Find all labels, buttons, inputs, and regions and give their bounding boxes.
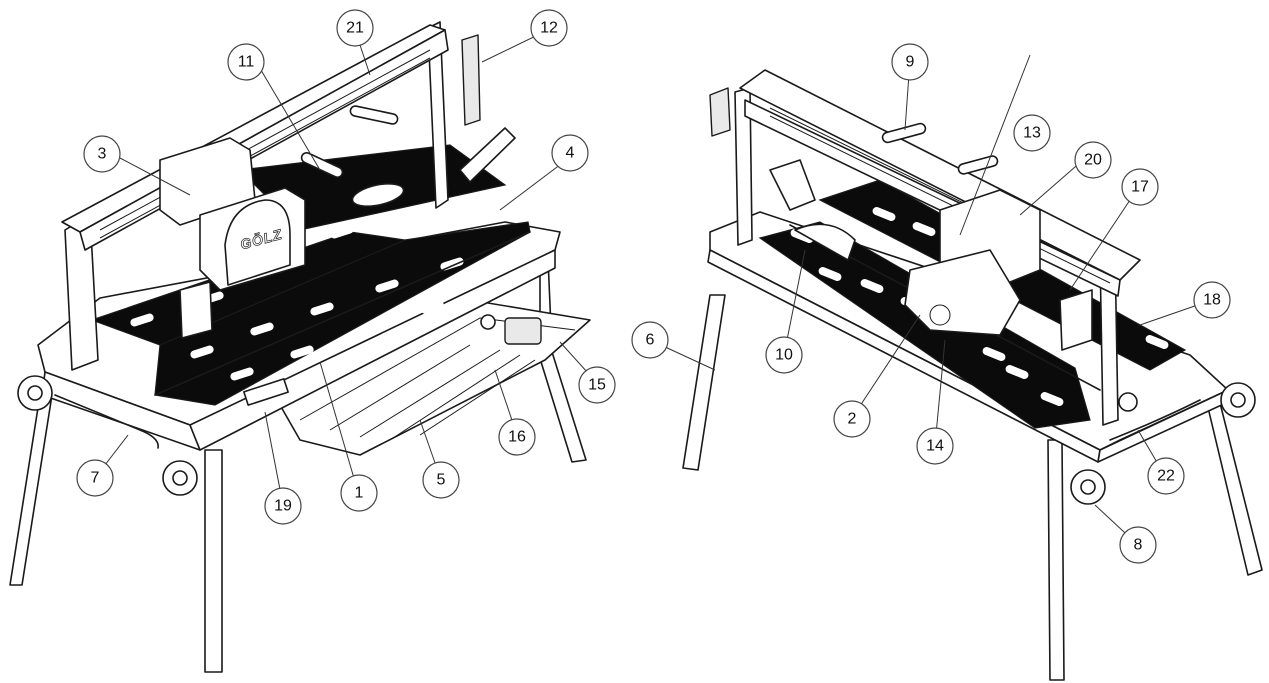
svg-text:15: 15 — [588, 377, 606, 394]
svg-text:17: 17 — [1131, 179, 1149, 196]
callout-3: 3 — [83, 135, 121, 173]
callout-7: 7 — [76, 459, 114, 497]
svg-text:12: 12 — [540, 20, 558, 37]
callout-5: 5 — [422, 461, 460, 499]
callout-18: 18 — [1193, 281, 1231, 319]
svg-text:16: 16 — [508, 429, 526, 446]
callout-9: 9 — [891, 43, 929, 81]
callout-14: 14 — [916, 427, 954, 465]
svg-text:4: 4 — [566, 145, 575, 162]
svg-text:20: 20 — [1084, 152, 1102, 169]
callout-16: 16 — [498, 418, 536, 456]
svg-text:8: 8 — [1134, 537, 1143, 554]
callout-1: 1 — [340, 474, 378, 512]
svg-text:10: 10 — [775, 347, 793, 364]
callout-12: 12 — [530, 9, 568, 47]
svg-text:1: 1 — [355, 485, 364, 502]
svg-text:9: 9 — [906, 54, 915, 71]
svg-text:13: 13 — [1023, 125, 1041, 142]
svg-text:3: 3 — [98, 146, 107, 163]
callout-21: 21 — [336, 9, 374, 47]
callout-19: 19 — [264, 487, 302, 525]
left-saw-legs — [9, 257, 587, 673]
callout-4: 4 — [551, 134, 589, 172]
svg-text:11: 11 — [238, 54, 255, 71]
right-saw-legs — [682, 294, 1263, 681]
svg-text:21: 21 — [346, 20, 364, 37]
rail-teeth — [99, 49, 431, 239]
callout-13: 13 — [1013, 114, 1051, 152]
svg-text:6: 6 — [646, 332, 655, 349]
svg-text:22: 22 — [1157, 468, 1175, 485]
left-saw-wheels — [17, 375, 198, 496]
callout-8: 8 — [1119, 526, 1157, 564]
left-saw-frame — [37, 144, 561, 451]
svg-text:7: 7 — [91, 470, 100, 487]
callout-20: 20 — [1074, 141, 1112, 179]
svg-text:2: 2 — [848, 411, 857, 428]
callout-17: 17 — [1121, 168, 1159, 206]
right-saw-view — [682, 69, 1263, 681]
callout-15: 15 — [578, 366, 616, 404]
right-saw-head — [794, 189, 1093, 351]
svg-text:19: 19 — [274, 498, 292, 515]
callout-22: 22 — [1147, 457, 1185, 495]
callout-2: 2 — [833, 400, 871, 438]
right-saw-wheels — [1070, 382, 1256, 505]
left-saw-head: GÖLZ — [159, 137, 405, 339]
callouts: 21 12 11 3 4 7 19 1 5 16 15 6 9 13 20 17… — [76, 9, 1231, 564]
svg-text:14: 14 — [926, 438, 944, 455]
water-tray — [279, 299, 591, 456]
callout-11: 11 — [227, 43, 265, 81]
svg-text:18: 18 — [1203, 292, 1221, 309]
callout-10: 10 — [765, 336, 803, 374]
callout-6: 6 — [631, 321, 669, 359]
svg-text:5: 5 — [437, 472, 446, 489]
left-saw-view: GÖLZ — [9, 21, 591, 673]
